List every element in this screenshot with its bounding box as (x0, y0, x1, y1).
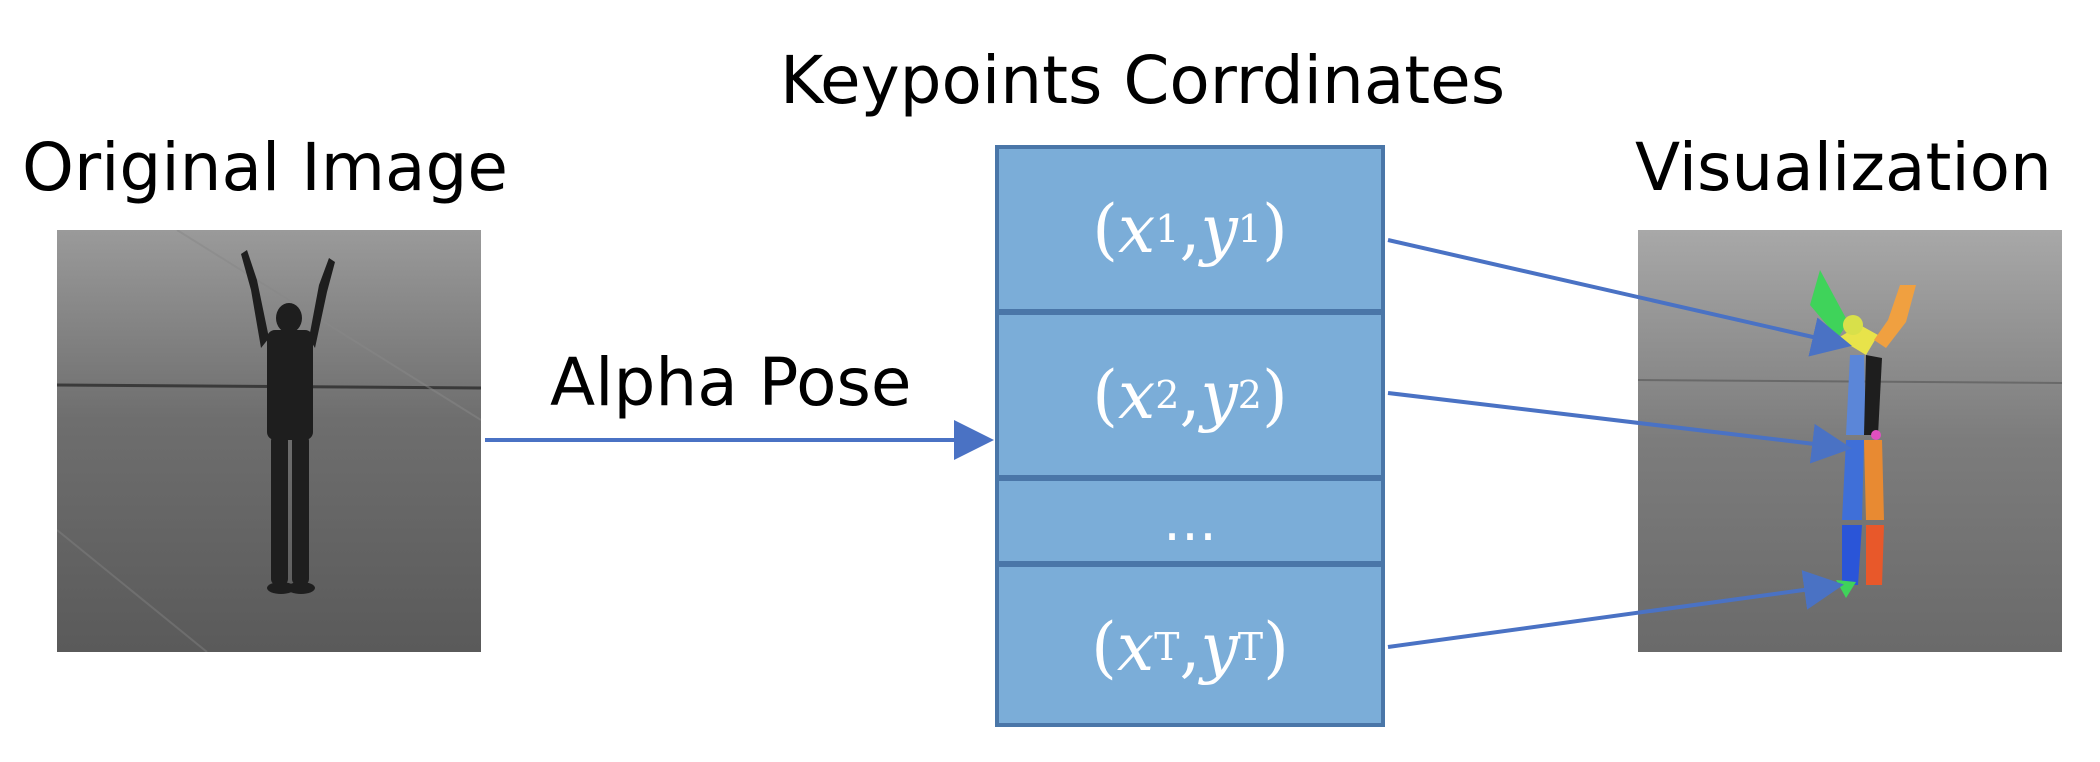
table-divider (999, 309, 1381, 315)
keypoint-arrow-2 (1387, 391, 1852, 464)
keypoint-cell-ellipsis: … (1163, 489, 1217, 553)
table-divider (999, 475, 1381, 481)
table-divider (999, 561, 1381, 567)
visualization-title: Visualization (1635, 129, 2052, 206)
person-silhouette (241, 250, 335, 594)
alpha-pose-label: Alpha Pose (550, 344, 912, 421)
keypoint-arrow-T (1387, 570, 1844, 649)
keypoint-arrow-1 (1387, 238, 1852, 357)
keypoints-title: Keypoints Corrdinates (780, 42, 1506, 119)
original-image (57, 230, 481, 652)
original-image-title: Original Image (22, 129, 508, 206)
